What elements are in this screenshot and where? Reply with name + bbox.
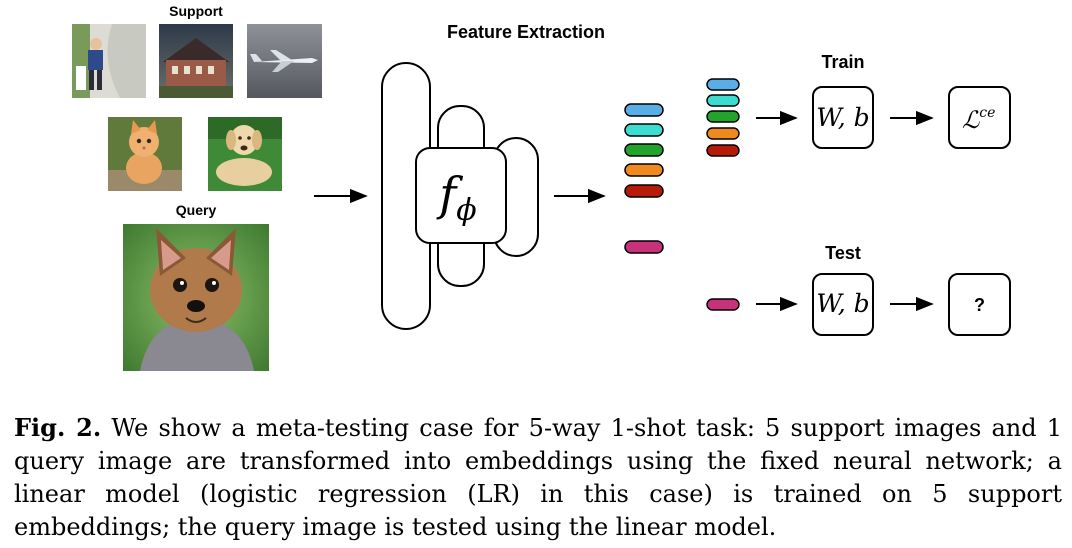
support-image-airplane: [247, 24, 322, 98]
train-linear-model-label: W, b: [816, 103, 869, 132]
f-phi-box: [415, 147, 507, 244]
train-embeddings: [706, 78, 740, 157]
figure-caption: Fig. 2. We show a meta-testing case for …: [14, 411, 1062, 544]
support-image-labrador: [208, 117, 282, 191]
test-embedding: [706, 298, 740, 311]
support-image-kitten: [108, 117, 182, 191]
loss-label: ℒce: [962, 105, 995, 134]
feature-extraction-label: Feature Extraction: [447, 22, 605, 42]
train-linear-model-box: [812, 86, 874, 149]
phi-subscript: ϕ: [456, 193, 476, 228]
train-label: Train: [821, 52, 864, 72]
support-image-child: [72, 24, 146, 98]
test-linear-model-box: [812, 273, 874, 336]
loss-box: [948, 86, 1011, 149]
feature-extractor-network: fϕ: [381, 62, 539, 330]
train-embedding-5: [706, 144, 740, 157]
embedding-support-5: [624, 184, 664, 198]
embeddings-all: [624, 103, 664, 254]
train-embedding-2: [706, 94, 740, 107]
test-label: Test: [825, 243, 861, 263]
support-label: Support: [169, 3, 223, 19]
support-image-house: [159, 24, 233, 98]
prediction-unknown-label: ?: [974, 295, 985, 315]
loss-superscript: ce: [979, 105, 995, 121]
embedding-support-2: [624, 123, 664, 137]
train-embedding-4: [706, 127, 740, 140]
train-embedding-1: [706, 78, 740, 91]
caption-text: We show a meta-testing case for 5-way 1-…: [14, 414, 1063, 541]
prediction-box: [948, 273, 1011, 336]
test-linear-model-label: W, b: [816, 289, 869, 318]
embedding-support-3: [624, 143, 664, 157]
embedding-support-1: [624, 103, 664, 117]
train-embedding-3: [706, 110, 740, 123]
figure-label: Fig. 2.: [14, 413, 102, 442]
embedding-support-4: [624, 163, 664, 177]
query-label: Query: [176, 202, 217, 218]
embedding-query: [624, 240, 664, 254]
query-image-terrier: [123, 224, 269, 371]
